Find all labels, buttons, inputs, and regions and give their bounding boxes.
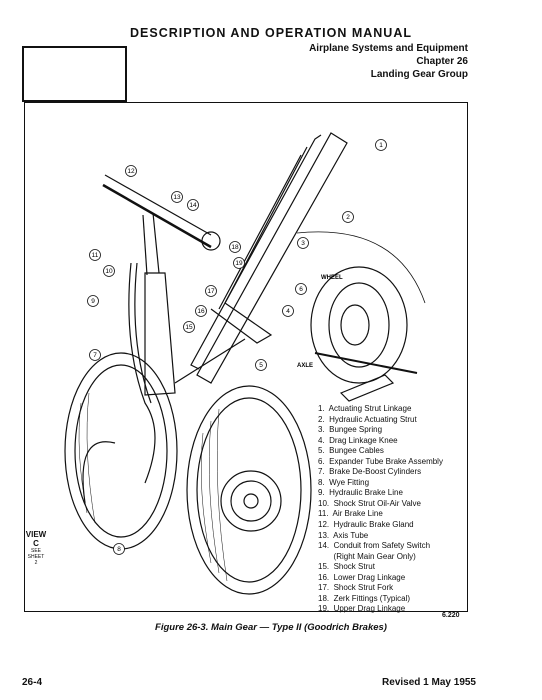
shock-strut — [144, 272, 176, 396]
drag-linkage — [210, 302, 273, 344]
svg-text:12: 12 — [127, 168, 135, 175]
wheel-detail-view — [310, 266, 408, 384]
callout-1: 1 — [375, 139, 387, 151]
legend-item: (Right Main Gear Only) — [318, 551, 416, 561]
legend-item: 7. Brake De-Boost Cylinders — [318, 467, 422, 477]
wheel-label: WHEEL — [321, 275, 343, 281]
callout-10: 10 — [103, 265, 115, 277]
legend-item: 12. Hydraulic Brake Gland — [318, 520, 414, 530]
header-section: Airplane Systems and Equipment — [309, 43, 468, 54]
revision-date: Revised 1 May 1955 — [382, 677, 476, 688]
tire-right — [186, 385, 312, 595]
legend-item: 16. Lower Drag Linkage — [318, 572, 406, 582]
svg-text:16: 16 — [197, 308, 205, 315]
legend-item: 8. Wye Fitting — [318, 477, 370, 487]
callout-12: 12 — [125, 165, 137, 177]
svg-text:1: 1 — [379, 142, 383, 149]
callout-18: 18 — [229, 241, 241, 253]
axle-label: AXLE — [297, 363, 313, 369]
svg-text:7: 7 — [93, 352, 97, 359]
figure-number: 6.220 — [442, 612, 460, 619]
callout-7: 7 — [89, 349, 101, 361]
callout-17: 17 — [205, 285, 217, 297]
callout-11: 11 — [89, 249, 101, 261]
legend-item: 3. Bungee Spring — [318, 425, 383, 435]
callout-4: 4 — [282, 305, 294, 317]
legend-item: 11. Air Brake Line — [318, 509, 383, 519]
svg-text:18: 18 — [231, 244, 239, 251]
figure-caption: Figure 26-3. Main Gear — Type II (Goodri… — [155, 622, 387, 633]
svg-text:5: 5 — [259, 362, 263, 369]
legend-item: 17. Shock Strut Fork — [318, 583, 394, 593]
legend-item: 19. Upper Drag Linkage — [318, 604, 406, 614]
legend-item: 5. Bungee Cables — [318, 446, 384, 456]
svg-text:19: 19 — [235, 260, 243, 267]
legend-item: 13. Axis Tube — [318, 530, 369, 540]
header-group: Landing Gear Group — [370, 69, 468, 80]
callout-2: 2 — [342, 211, 354, 223]
blank-stamp-box — [22, 46, 127, 102]
callout-8: 8 — [113, 543, 125, 555]
legend-item: 1. Actuating Strut Linkage — [318, 404, 412, 413]
tire-left — [64, 352, 178, 550]
header-chapter: Chapter 26 — [416, 56, 468, 67]
svg-text:6: 6 — [299, 286, 303, 293]
legend-item: 18. Zerk Fittings (Typical) — [318, 593, 411, 603]
actuating-strut — [196, 132, 348, 384]
svg-text:4: 4 — [286, 308, 290, 315]
svg-text:8: 8 — [117, 546, 121, 553]
svg-text:3: 3 — [301, 240, 305, 247]
svg-text:11: 11 — [92, 252, 99, 259]
legend-item: 9. Hydraulic Brake Line — [318, 488, 403, 498]
legend-item: 6. Expander Tube Brake Assembly — [318, 456, 443, 466]
callout-19: 19 — [233, 257, 245, 269]
page-number: 26-4 — [22, 677, 43, 688]
callout-15: 15 — [183, 321, 195, 333]
legend-item: 4. Drag Linkage Knee — [318, 435, 398, 445]
svg-text:15: 15 — [185, 324, 193, 331]
callout-5: 5 — [255, 359, 267, 371]
callout-3: 3 — [297, 237, 309, 249]
callout-13: 13 — [171, 191, 183, 203]
svg-text:9: 9 — [91, 298, 95, 305]
callout-9: 9 — [87, 295, 99, 307]
legend-item: 10. Shock Strut Oil-Air Valve — [318, 498, 421, 508]
callout-6: 6 — [295, 283, 307, 295]
callout-14: 14 — [187, 199, 199, 211]
svg-text:13: 13 — [173, 194, 181, 201]
svg-text:14: 14 — [189, 202, 197, 209]
svg-text:10: 10 — [105, 268, 113, 275]
svg-text:2: 2 — [346, 214, 350, 221]
legend-item: 2. Hydraulic Actuating Strut — [318, 414, 417, 424]
axis-tube — [102, 183, 212, 249]
wheel-hub — [220, 470, 282, 532]
document-title: DESCRIPTION AND OPERATION MANUAL — [130, 26, 412, 40]
legend-item: 14. Conduit from Safety Switch — [318, 541, 431, 551]
callout-16: 16 — [195, 305, 207, 317]
svg-text:17: 17 — [207, 288, 215, 295]
legend-item: 15. Shock Strut — [318, 562, 375, 572]
